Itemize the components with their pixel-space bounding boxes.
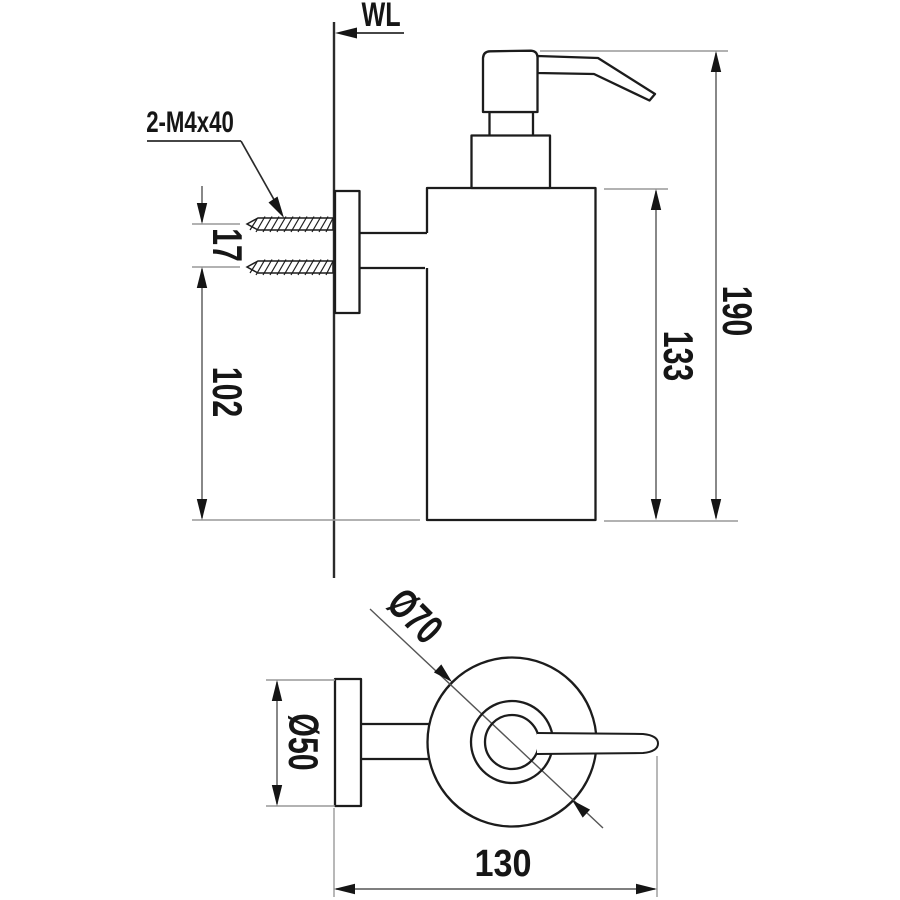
screw-spec-leader: [147, 140, 284, 218]
mounting-arm-plan: [361, 722, 429, 761]
dim-50-lines: [266, 679, 335, 807]
screw-bottom: [245, 259, 334, 276]
plan-view-fixture: [333, 608, 659, 829]
pump-spout: [536, 54, 657, 102]
dim-190-lines: [540, 50, 728, 520]
dim-70-leader-line: [369, 608, 604, 829]
mounting-arm-side: [359, 231, 427, 270]
pump-collar: [470, 134, 552, 190]
dim-screw-spacing-label: 17: [204, 228, 251, 262]
wl-arrow: [335, 27, 404, 39]
screw-spec-label: 2-M4x40: [146, 106, 234, 139]
dim-133-lines: [604, 188, 738, 522]
dim-bracket-height-label: 102: [204, 366, 251, 418]
mounting-screws: [245, 216, 334, 276]
pump-head: [481, 49, 539, 114]
bottle-body: [425, 186, 597, 522]
dim-plate-diameter-label: Ø50: [280, 713, 327, 771]
dim-overall-height-label: 190: [714, 285, 761, 337]
wall-plate-plan: [333, 677, 363, 808]
dim-body-height-label: 133: [655, 330, 702, 382]
dim-17-102-lines: [192, 186, 420, 521]
pump-neck: [488, 110, 535, 138]
side-view-fixture: [333, 49, 657, 522]
wl-label: WL: [361, 0, 401, 34]
pump-lever: [536, 732, 659, 755]
dim-overall-depth-label: 130: [474, 843, 532, 885]
wall-plate-side: [333, 189, 361, 315]
screw-top: [245, 216, 334, 233]
dim-130-lines: [333, 756, 658, 897]
